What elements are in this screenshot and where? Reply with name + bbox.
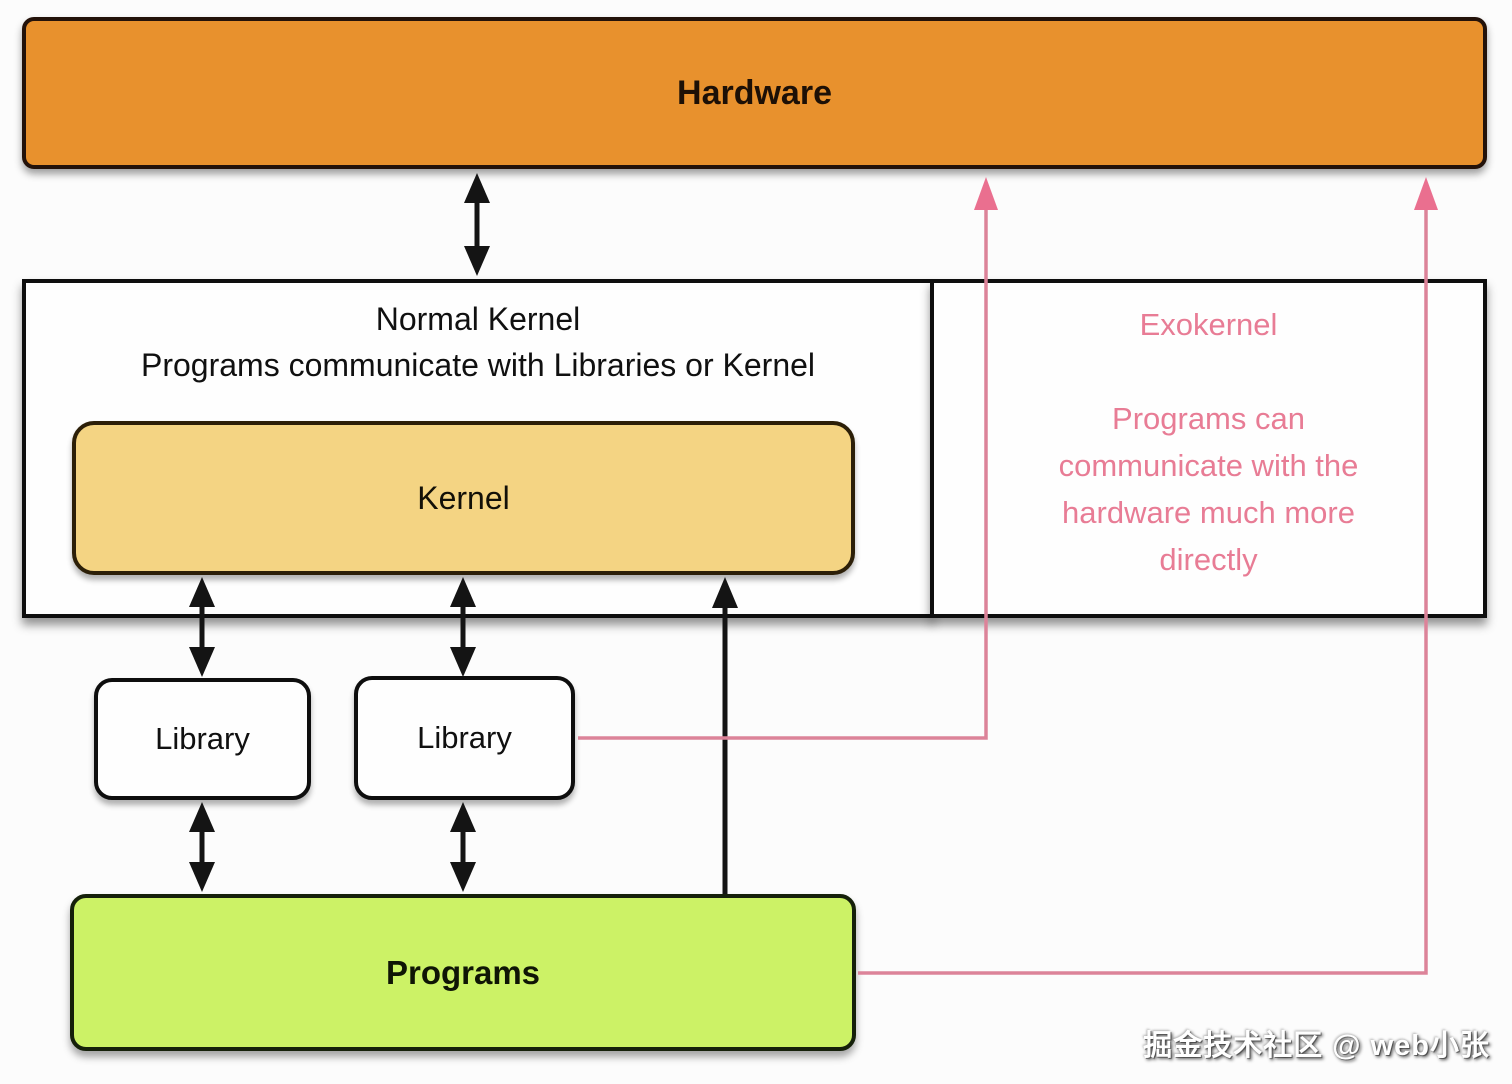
hardware-kernel-arrow bbox=[464, 173, 490, 276]
exokernel-description-line: Programs can bbox=[1112, 401, 1305, 436]
library-label: Library bbox=[155, 721, 250, 756]
library-label: Library bbox=[417, 720, 512, 755]
programs-box: Programs bbox=[70, 894, 856, 1051]
watermark: 掘金技术社区 @ web小张 bbox=[1143, 1030, 1490, 1062]
kernel-label: Kernel bbox=[417, 479, 510, 516]
exokernel-description: Programs can communicate with the hardwa… bbox=[934, 395, 1483, 583]
kernel-box: Kernel bbox=[72, 421, 855, 575]
library-right-programs-arrow bbox=[450, 802, 476, 892]
hardware-box: Hardware bbox=[22, 17, 1487, 169]
exokernel-box: Exokernel Programs can communicate with … bbox=[930, 279, 1487, 618]
exokernel-description-line: hardware much more bbox=[1062, 495, 1355, 530]
exokernel-description-line: directly bbox=[1159, 542, 1258, 577]
exokernel-description-line: communicate with the bbox=[1058, 448, 1359, 483]
programs-kernel-direct-arrow bbox=[712, 577, 738, 894]
hardware-label: Hardware bbox=[677, 73, 832, 112]
normal-kernel-title: Normal Kernel bbox=[375, 301, 581, 337]
library-box-right: Library bbox=[354, 676, 575, 800]
library-left-programs-arrow bbox=[189, 802, 215, 892]
programs-label: Programs bbox=[385, 953, 541, 991]
exokernel-title: Exokernel bbox=[1139, 307, 1278, 342]
library-box-left: Library bbox=[94, 678, 311, 800]
normal-kernel-subtitle: Programs communicate with Libraries or K… bbox=[140, 347, 816, 383]
